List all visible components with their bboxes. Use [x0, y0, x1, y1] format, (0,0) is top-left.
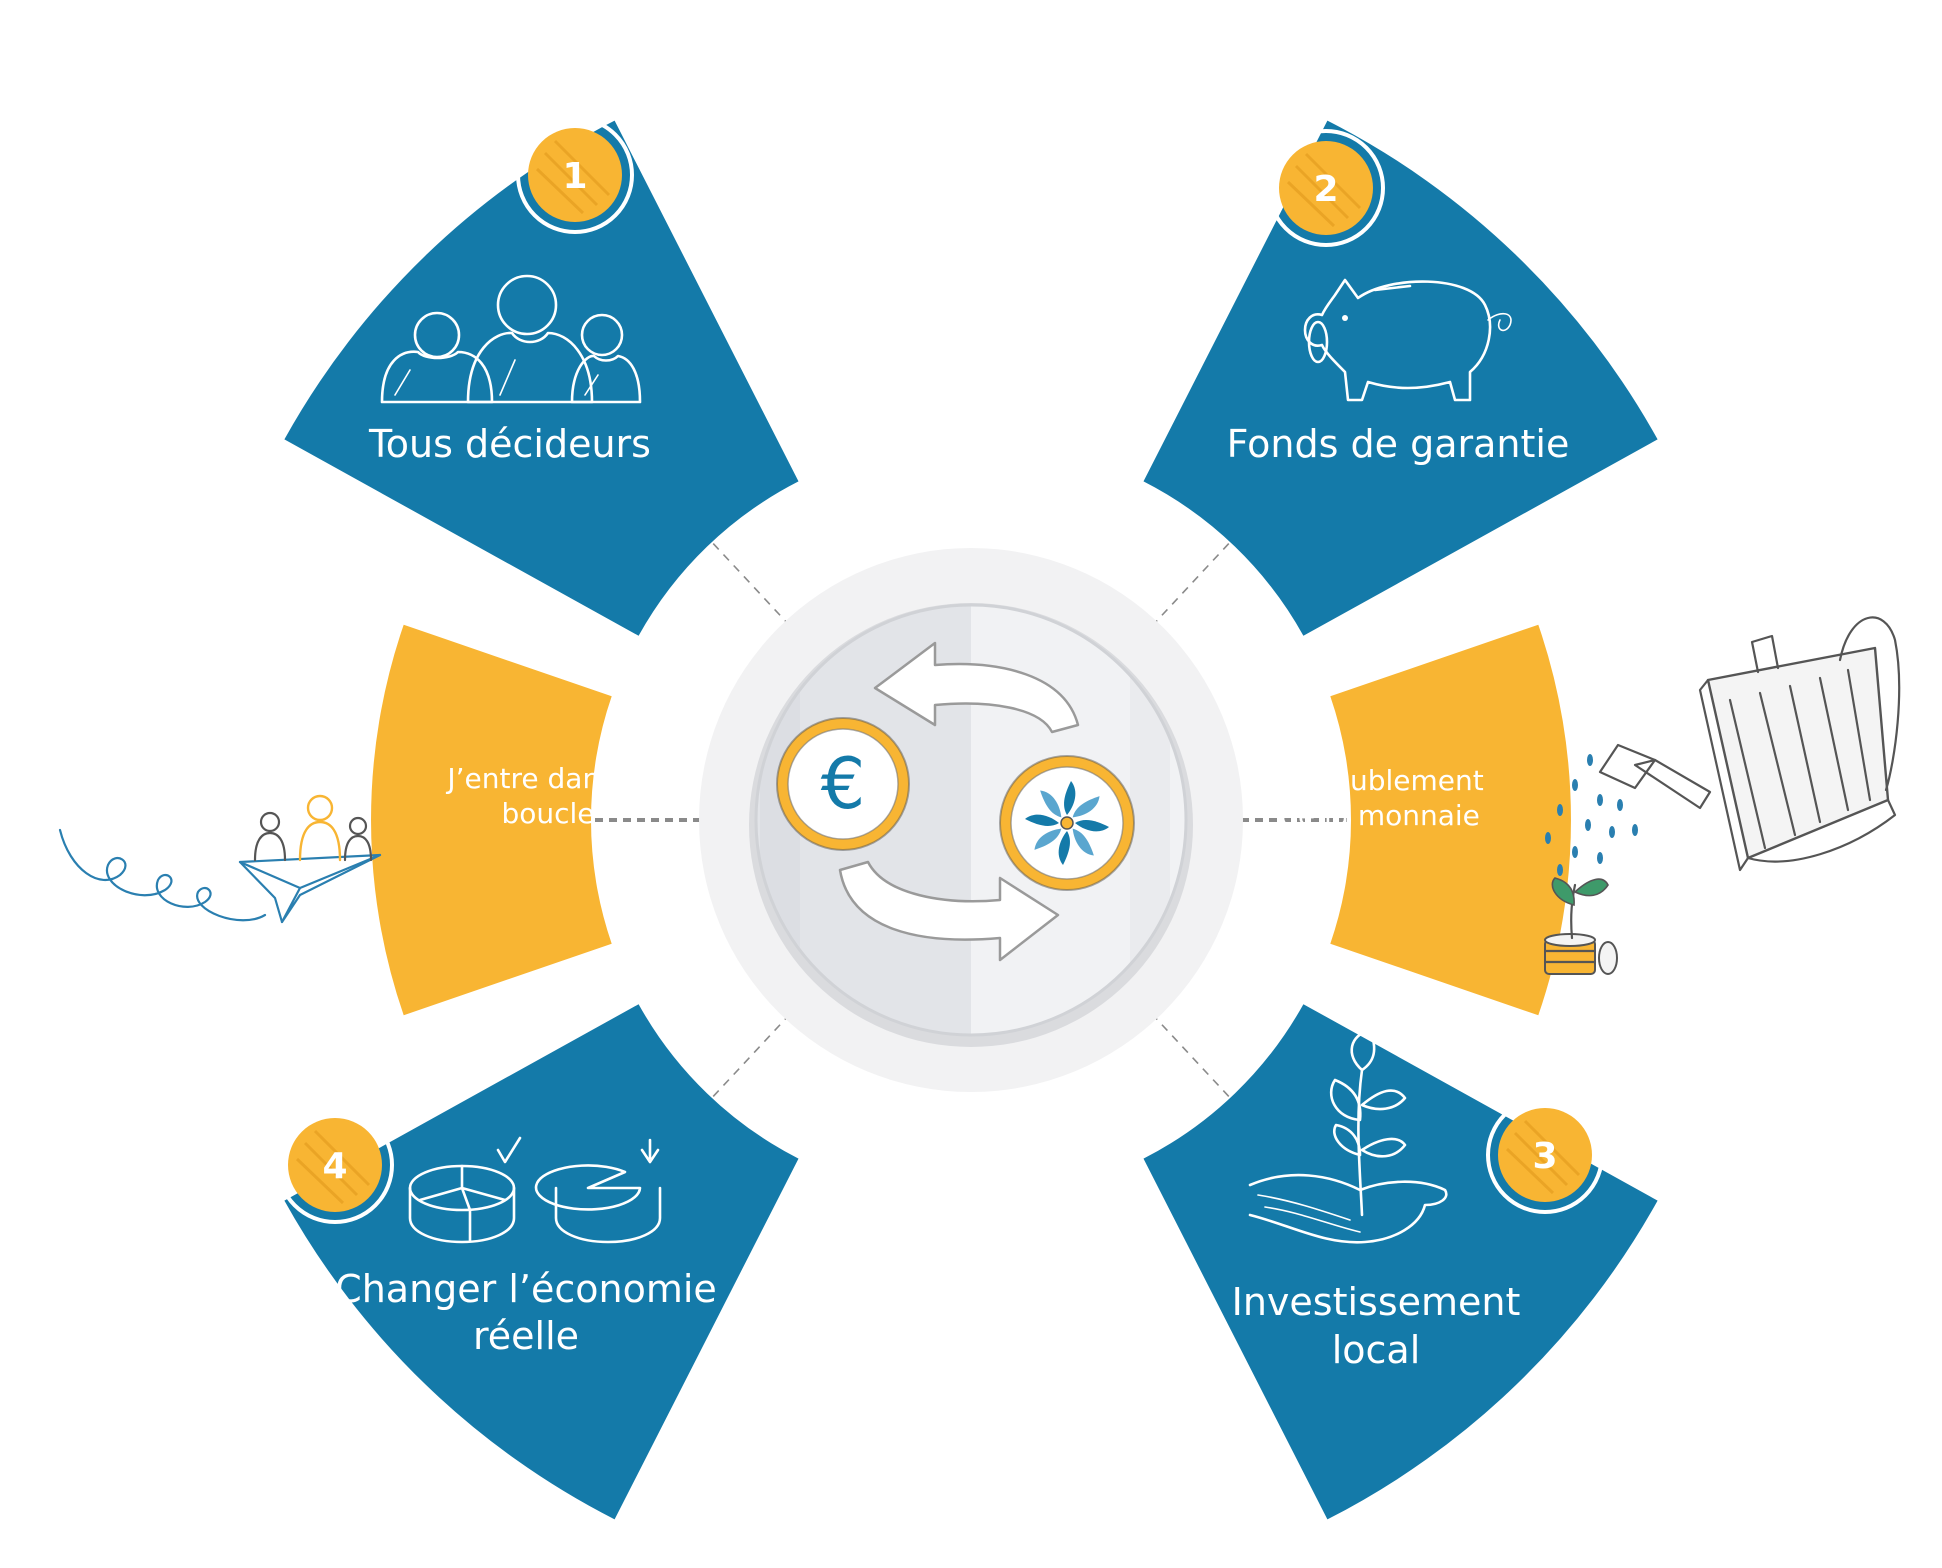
people-icon — [380, 274, 642, 404]
swirl-blade — [1034, 828, 1062, 850]
swirl-blade — [1064, 781, 1076, 815]
step-3-label-line-2: local — [1332, 1328, 1421, 1372]
swirl-blade — [1072, 828, 1094, 856]
piggy-bank-icon — [1303, 278, 1512, 402]
hand-plant-icon — [1248, 1028, 1448, 1244]
swirl-blade — [1058, 831, 1070, 865]
right-side-label-line-1: Dédoublement — [1276, 764, 1483, 797]
sprout-coins-icon — [1543, 877, 1618, 975]
petal-step-3 — [1143, 1004, 1658, 1520]
labels: Tous décideurs Fonds de garantie Investi… — [335, 422, 1569, 1372]
left-side-label-line-2: boucle — [501, 797, 594, 830]
step-3-label-line-1: Investissement — [1232, 1280, 1521, 1324]
euro-symbol: € — [821, 743, 866, 825]
step-2-label: Fonds de garantie — [1227, 422, 1570, 466]
swirl-blade — [1040, 790, 1062, 818]
petal-step-1 — [284, 120, 799, 636]
badge-1-number: 1 — [562, 156, 587, 197]
right-side-label-line-2: de la monnaie — [1280, 799, 1480, 832]
left-side-petal — [371, 624, 612, 1016]
local-currency-coin-icon — [999, 755, 1135, 891]
petal-step-2 — [1143, 120, 1658, 636]
badge-2-number: 2 — [1313, 169, 1338, 210]
badge-2: 2 — [1267, 129, 1385, 247]
badge-3: 3 — [1486, 1096, 1604, 1214]
left-side-label-line-1: J’entre dans la — [445, 762, 648, 795]
badge-1: 1 — [516, 116, 634, 234]
badge-3-number: 3 — [1532, 1136, 1557, 1177]
pie-charts-icon — [408, 1136, 662, 1244]
badge-4: 4 — [276, 1106, 394, 1224]
step-4-label-line-1: Changer l’économie — [335, 1267, 717, 1311]
cycle-arrows-icon — [838, 641, 1080, 962]
watering-can-icon — [1545, 616, 1901, 876]
paper-plane-icon — [58, 794, 382, 924]
petal-step-4 — [284, 1004, 799, 1520]
euro-coin-icon: € — [776, 717, 910, 851]
central-hub: € — [699, 548, 1243, 1092]
swirl-blade — [1075, 820, 1109, 832]
badge-4-number: 4 — [322, 1146, 347, 1187]
right-side-petal — [1330, 624, 1571, 1016]
step-4-label-line-2: réelle — [473, 1314, 579, 1358]
swirl-blade — [1025, 814, 1059, 826]
petals — [284, 120, 1658, 1520]
swirl-blade — [1072, 796, 1100, 818]
step-1-label: Tous décideurs — [368, 422, 651, 466]
